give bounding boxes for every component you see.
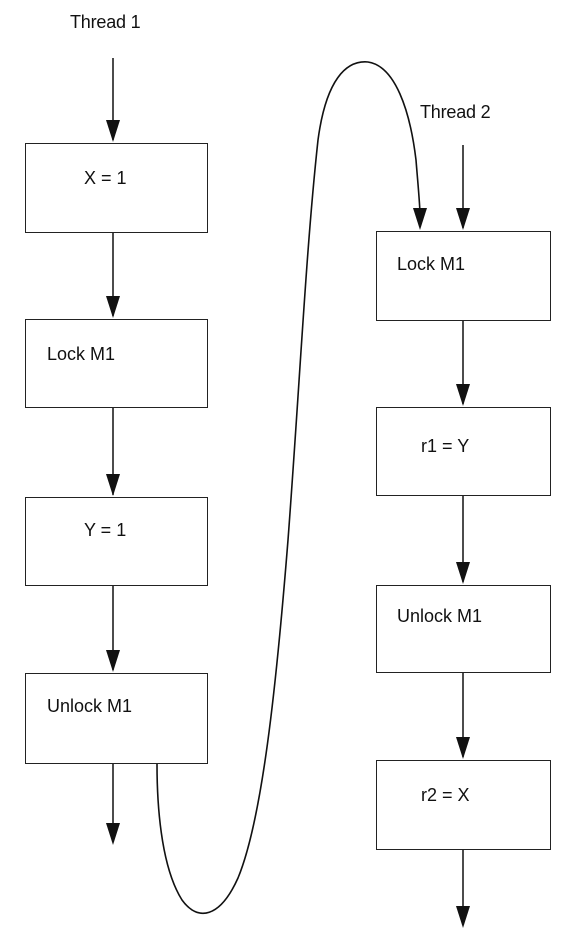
t2-step-label-1: Lock M1 (397, 254, 466, 274)
t1-arrowhead-2 (106, 474, 120, 496)
t1-step-label-3: Y = 1 (84, 520, 127, 540)
t1-arrowhead-3 (106, 650, 120, 672)
t1-step-label-1: X = 1 (84, 168, 127, 188)
t1-arrowhead-end (106, 823, 120, 845)
thread1-label: Thread 1 (70, 12, 141, 32)
t2-arrowhead-2 (456, 562, 470, 584)
t2-step-label-4: r2 = X (421, 785, 470, 805)
t2-step-box-4: r2 = X (376, 760, 551, 850)
sync-curve-arrowhead (413, 208, 427, 230)
t2-step-label-2: r1 = Y (421, 436, 470, 456)
t1-step-label-4: Unlock M1 (47, 696, 133, 716)
t2-arrowhead-3 (456, 737, 470, 759)
t2-step-box-2: r1 = Y (376, 407, 551, 496)
t1-step-label-2: Lock M1 (47, 344, 116, 364)
t2-step-box-1: Lock M1 (376, 231, 551, 321)
t2-step-box-3: Unlock M1 (376, 585, 551, 673)
t1-arrowhead-1 (106, 296, 120, 318)
t1-step-box-2: Lock M1 (25, 319, 208, 408)
t2-step-label-3: Unlock M1 (397, 606, 483, 626)
t2-arrowhead-start (456, 208, 470, 230)
sync-curve (156, 61, 421, 915)
t1-step-box-3: Y = 1 (25, 497, 208, 586)
t1-arrowhead-start (106, 120, 120, 142)
t1-step-box-4: Unlock M1 (25, 673, 208, 764)
t1-step-box-1: X = 1 (25, 143, 208, 233)
t2-arrowhead-1 (456, 384, 470, 406)
thread2-label: Thread 2 (420, 102, 491, 122)
t2-arrowhead-end (456, 906, 470, 928)
